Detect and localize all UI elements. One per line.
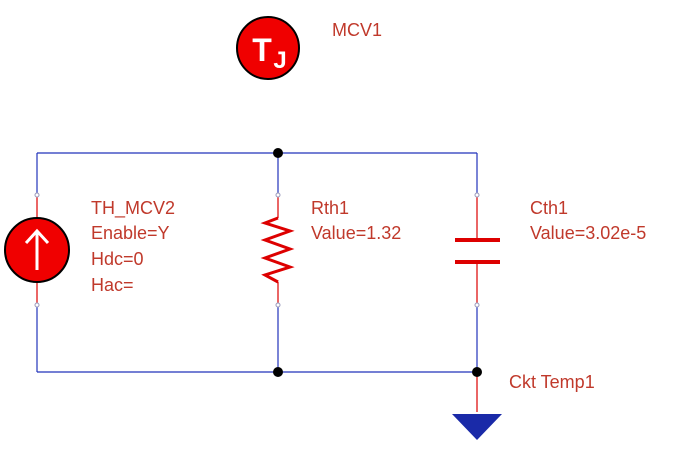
cth1-value: Value=3.02e-5 <box>530 223 647 243</box>
ground-label: Ckt Temp1 <box>509 372 595 392</box>
junction-bottom-mid <box>273 367 283 377</box>
th-mcv2-hdc: Hdc=0 <box>91 249 144 269</box>
component-leads <box>36 195 478 412</box>
cth1-name: Cth1 <box>530 198 569 218</box>
rth1-value: Value=1.32 <box>311 223 402 243</box>
ground-triangle-icon[interactable] <box>452 414 502 440</box>
thermal-monitor-icon[interactable]: T J <box>236 16 300 80</box>
mcv1-label: MCV1 <box>332 20 383 40</box>
wires <box>36 152 478 373</box>
th-mcv2-name: TH_MCV2 <box>91 198 176 218</box>
junction-bottom-right <box>472 367 482 377</box>
rth1-name: Rth1 <box>311 198 350 218</box>
mcv1-symbol-sub: J <box>273 47 286 74</box>
junction-top <box>273 148 283 158</box>
junction-dots <box>273 148 482 377</box>
capacitor-icon[interactable] <box>455 238 500 264</box>
pin-markers <box>34 192 480 308</box>
th-mcv2-hac: Hac= <box>91 275 134 295</box>
th-mcv2-enable: Enable=Y <box>91 223 170 243</box>
mcv1-symbol-text: T <box>252 32 272 68</box>
resistor-icon[interactable] <box>260 216 295 284</box>
heat-source-arrow-icon[interactable] <box>4 217 70 283</box>
